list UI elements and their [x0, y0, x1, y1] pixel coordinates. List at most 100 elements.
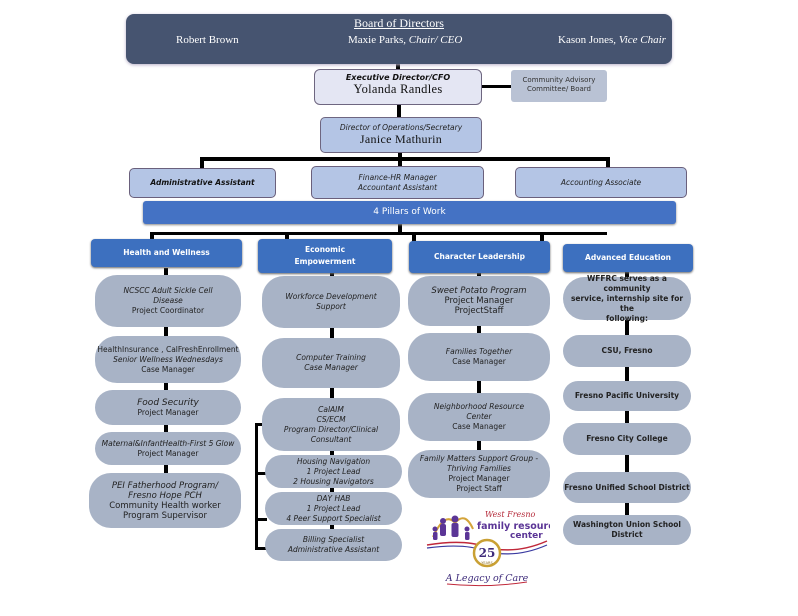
program-line: CS/ECM [316, 414, 346, 424]
program-box-advanced-education: Fresno Unified School District [563, 472, 691, 503]
program-line: 1 Project Lead [306, 503, 361, 513]
logo-years-number: 25 [479, 546, 496, 560]
program-line: Consultant [310, 434, 352, 444]
connector-pillars-down [398, 224, 402, 234]
person-icon [451, 515, 459, 523]
bracket-housing [255, 472, 267, 475]
advisory-line-2: Committee/ Board [526, 85, 591, 93]
heading-label: Advanced Education [585, 253, 671, 262]
program-line: Project Manager [137, 448, 199, 458]
connector-staff-bar [200, 157, 610, 161]
program-box-advanced-education: Fresno Pacific University [563, 381, 691, 411]
person-icon-body [451, 523, 459, 537]
board-member-1: Robert Brown [176, 34, 239, 46]
program-line: Project Manager [448, 474, 510, 483]
program-line: Case Manager [452, 357, 506, 366]
heading-label: Empowerment [294, 257, 356, 266]
connector-pillars-bar [150, 232, 607, 235]
bracket-dayhab [255, 518, 267, 521]
bracket-top [255, 423, 265, 426]
logo-years-label: YEARS [481, 561, 493, 565]
program-line: Senior Wellness Wednesdays [113, 354, 223, 364]
heading-health-wellness: Health and Wellness [91, 239, 242, 267]
program-line: Community Health worker [109, 500, 221, 511]
program-box-advanced-education: Fresno City College [563, 423, 691, 455]
board-member-3: Kason Jones, Vice Chair [558, 34, 666, 46]
staff-accounting-associate: Accounting Associate [515, 167, 687, 198]
bracket-vertical [255, 423, 258, 550]
logo-top-text: West Fresno [485, 510, 536, 519]
program-line: Fresno Unified School District [564, 482, 690, 492]
advisory-line-1: Community Advisory [522, 76, 596, 84]
heading-label: Character Leadership [434, 252, 525, 261]
anniversary-seal [472, 538, 502, 568]
staff-label: Administrative Assistant [150, 178, 255, 187]
logo-tagline: A Legacy of Care [445, 573, 529, 584]
heading-advanced-education: Advanced Education [563, 244, 693, 272]
heading-economic-empowerment: Economic Empowerment [258, 239, 392, 273]
tagline-underline [446, 581, 528, 587]
child-icon-body [433, 532, 438, 540]
program-line: Neighborhood Resource [433, 402, 525, 411]
program-line: Families Together [445, 347, 513, 356]
program-line: Project Coordinator [131, 306, 205, 315]
connector-staff-right [606, 157, 610, 169]
staff-label: Accounting Associate [560, 177, 642, 187]
program-line: Administrative Assistant [287, 545, 380, 554]
community-advisory-box: Community Advisory Committee/ Board [511, 70, 607, 102]
program-line: NCSCC Adult Sickle Cell [123, 286, 213, 295]
program-line: District [611, 530, 643, 539]
program-line: following: [606, 313, 648, 323]
director-name: Janice Mathurin [359, 132, 443, 146]
connector-exec-director [397, 105, 401, 118]
child-icon-body [465, 532, 470, 540]
program-line: Project Staff [456, 484, 502, 493]
staff-admin-assistant: Administrative Assistant [129, 168, 276, 198]
program-line: 4 Peer Support Specialist [286, 513, 381, 523]
program-line: Food Security [137, 397, 199, 408]
board-of-directors: Board of Directors Robert Brown Maxie Pa… [126, 14, 672, 64]
connector-col3 [412, 232, 416, 242]
connector-staff-mid [398, 157, 402, 167]
program-line: Case Manager [141, 364, 195, 374]
program-line: Fresno City College [586, 434, 668, 443]
program-line: DAY HAB [316, 493, 351, 503]
program-line: Housing Navigation [296, 456, 371, 466]
program-line: Support [316, 302, 346, 311]
person-icon [440, 518, 446, 524]
staff-finance-hr: Finance-HR Manager Accountant Assistant [311, 166, 484, 199]
program-line: Sweet Potato Program [431, 286, 527, 296]
connector-board-exec [396, 64, 400, 70]
logo-main-text-2: center [510, 531, 543, 541]
program-line: Computer Training [296, 353, 366, 362]
program-line: Case Manager [452, 422, 506, 431]
connector-col2 [285, 232, 289, 240]
program-line: Program Supervisor [123, 510, 207, 521]
connector-col4 [540, 232, 544, 248]
board-member-2: Maxie Parks, Chair/ CEO [348, 34, 463, 46]
program-line: WFFRC serves as a community [587, 273, 667, 293]
director-operations-box: Director of Operations/Secretary Janice … [320, 117, 482, 153]
program-line: Thriving Families [447, 464, 511, 473]
program-box-character-leadership: Family Matters Support Group -Thriving F… [408, 450, 550, 498]
director-role: Director of Operations/Secretary [339, 123, 463, 132]
heading-character-leadership: Character Leadership [409, 241, 550, 273]
program-line: service, internship site for the [570, 293, 684, 313]
